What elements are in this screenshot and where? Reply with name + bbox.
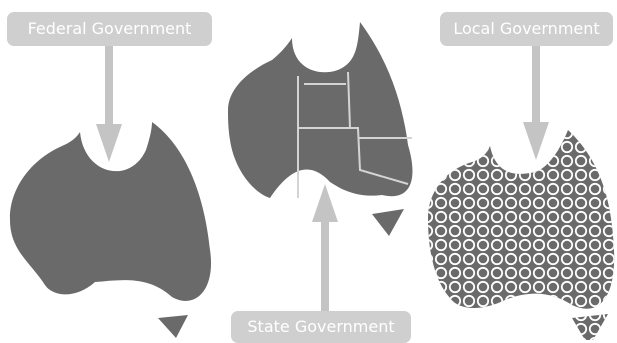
local-government-label: Local Government [440, 12, 613, 46]
federal-government-label: Federal Government [7, 12, 212, 46]
local-mainland-pattern [428, 130, 615, 309]
state-mainland [228, 22, 413, 198]
state-map [228, 22, 413, 236]
state-tasmania [372, 209, 404, 236]
federal-arrow [96, 46, 122, 162]
state-borders [297, 71, 412, 198]
state-arrow [312, 184, 338, 314]
federal-tasmania [158, 315, 188, 338]
local-arrow [523, 46, 549, 160]
local-map [428, 130, 615, 340]
local-tasmania-pattern [572, 314, 608, 340]
federal-map [9, 122, 212, 338]
state-government-label: State Government [231, 311, 411, 343]
federal-mainland [9, 122, 212, 301]
